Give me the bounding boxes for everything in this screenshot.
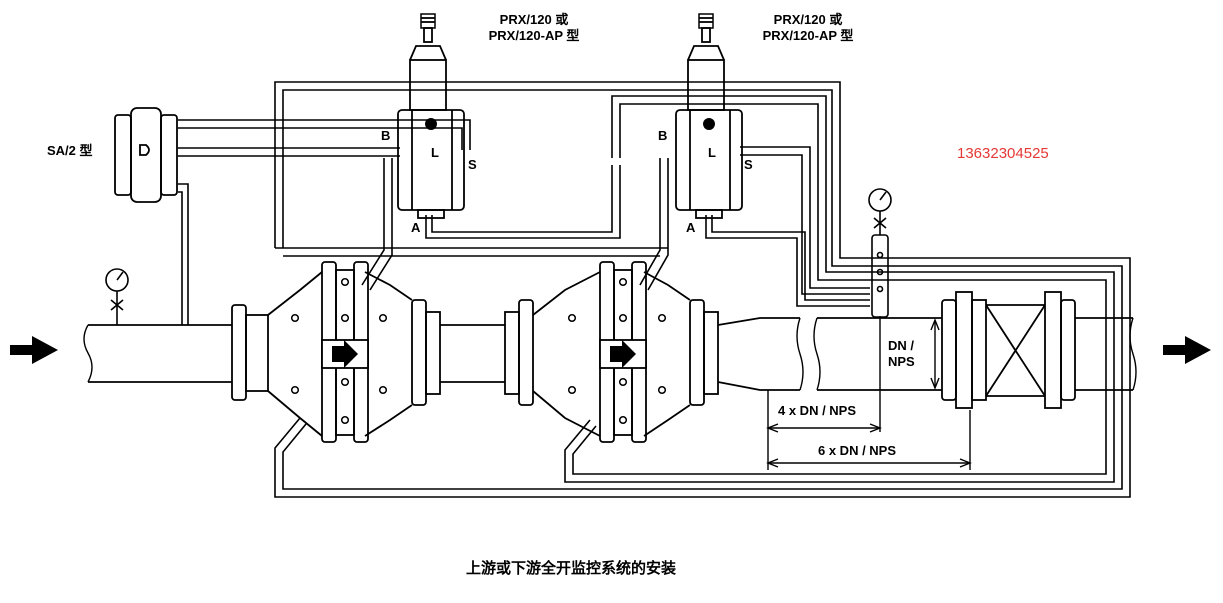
- impulse-lines: [178, 81, 1131, 498]
- pilot-1-port-l: L: [431, 145, 439, 160]
- flow-arrow-icon: [610, 340, 636, 368]
- dn-label-line2: NPS: [888, 354, 915, 369]
- pilot-2-port-s: S: [744, 157, 753, 172]
- pilot-2-port-b: B: [658, 128, 668, 143]
- dn-label-line1: DN /: [888, 338, 914, 353]
- pilot-1: [397, 13, 465, 219]
- figure-caption: 上游或下游全开监控系统的安装: [466, 560, 677, 577]
- pilot-2: [675, 13, 743, 219]
- dimension-lines: [766, 316, 972, 470]
- phone-number: 13632304525: [957, 145, 1049, 162]
- pilot-2-port-a: A: [686, 220, 696, 235]
- pilot-1-knob: [425, 118, 437, 130]
- pilot-1-port-a: A: [411, 220, 421, 235]
- sa2-label: SA/2 型: [47, 143, 93, 158]
- flow-arrow-icon: [332, 340, 358, 368]
- flow-arrow-icon: [10, 336, 58, 364]
- dimension-4dn: 4 x DN / NPS: [778, 403, 857, 418]
- pilot-2-model-line2: PRX/120-AP 型: [762, 28, 854, 43]
- pilot-2-model-line1: PRX/120 或: [773, 12, 843, 27]
- pressure-gauge-icon: [105, 268, 129, 325]
- pressure-gauge-icon: [868, 188, 892, 318]
- sa2-filter: [114, 107, 178, 203]
- pilot-2-port-l: L: [708, 145, 716, 160]
- pilot-1-port-b: B: [381, 128, 391, 143]
- pilot-1-port-s: S: [468, 157, 477, 172]
- main-valve-2: [532, 261, 691, 443]
- pilot-1-model-line2: PRX/120-AP 型: [488, 28, 580, 43]
- main-pipeline: [83, 291, 1137, 409]
- pilot-2-knob: [703, 118, 715, 130]
- flow-arrow-icon: [1163, 336, 1211, 364]
- dimension-6dn: 6 x DN / NPS: [818, 443, 897, 458]
- pilot-1-model-line1: PRX/120 或: [499, 12, 569, 27]
